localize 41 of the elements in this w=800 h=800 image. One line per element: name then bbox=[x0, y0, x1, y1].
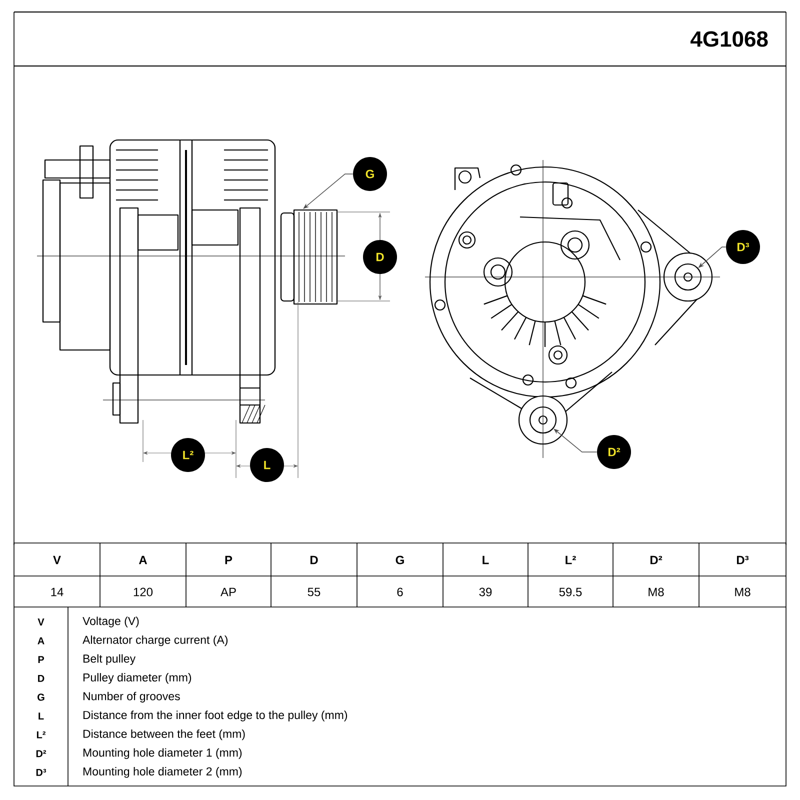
column-header: D³ bbox=[736, 556, 749, 564]
legend-symbol: D² bbox=[36, 750, 46, 758]
value-text: 6 bbox=[397, 588, 403, 596]
legend-symbol: G bbox=[38, 694, 44, 701]
legend-description: Alternator charge current (A) bbox=[82, 635, 228, 646]
value-text: AP bbox=[220, 588, 236, 596]
value-text: 39 bbox=[479, 588, 492, 596]
legend-symbol: L² bbox=[36, 731, 46, 738]
column-header: D² bbox=[650, 556, 662, 564]
value-text: 14 bbox=[51, 588, 64, 596]
column-header: L² bbox=[566, 556, 576, 564]
column-header: P bbox=[225, 556, 232, 564]
mounting-hole bbox=[674, 263, 702, 291]
legend-symbol: P bbox=[38, 656, 44, 664]
leader-line bbox=[554, 428, 598, 452]
value-text: 120 bbox=[134, 588, 153, 596]
legend-description: Mounting hole diameter 1 (mm) bbox=[83, 748, 242, 759]
column-header: A bbox=[138, 556, 148, 564]
legend-description: Number of grooves bbox=[83, 692, 180, 703]
legend-description: Distance between the feet (mm) bbox=[83, 729, 245, 740]
legend-description: Distance from the inner foot edge to the pulley (mm) bbox=[83, 710, 348, 722]
legend-description: Pulley diameter (mm) bbox=[83, 673, 192, 684]
legend-symbol: V bbox=[38, 618, 44, 626]
legend-symbol: D³ bbox=[36, 768, 46, 776]
value-text: M8 bbox=[735, 588, 750, 596]
legend-symbol: A bbox=[38, 637, 44, 644]
legend-symbol: L bbox=[38, 712, 44, 720]
legend-description: Voltage (V) bbox=[82, 616, 139, 628]
leader-line bbox=[303, 174, 354, 209]
legend-symbol: D bbox=[38, 674, 44, 682]
column-header: L bbox=[482, 556, 489, 564]
value-text: M8 bbox=[648, 588, 664, 596]
value-text: 59.5 bbox=[559, 588, 582, 596]
legend-description: Mounting hole diameter 2 (mm) bbox=[83, 767, 242, 778]
column-header: V bbox=[53, 556, 61, 564]
legend-description: Belt pulley bbox=[83, 654, 136, 665]
mounting-hole bbox=[529, 406, 557, 434]
column-header: D bbox=[310, 556, 318, 564]
part-number: 4G1068 bbox=[690, 31, 768, 47]
value-text: 55 bbox=[308, 588, 320, 596]
column-header: G bbox=[396, 556, 404, 564]
